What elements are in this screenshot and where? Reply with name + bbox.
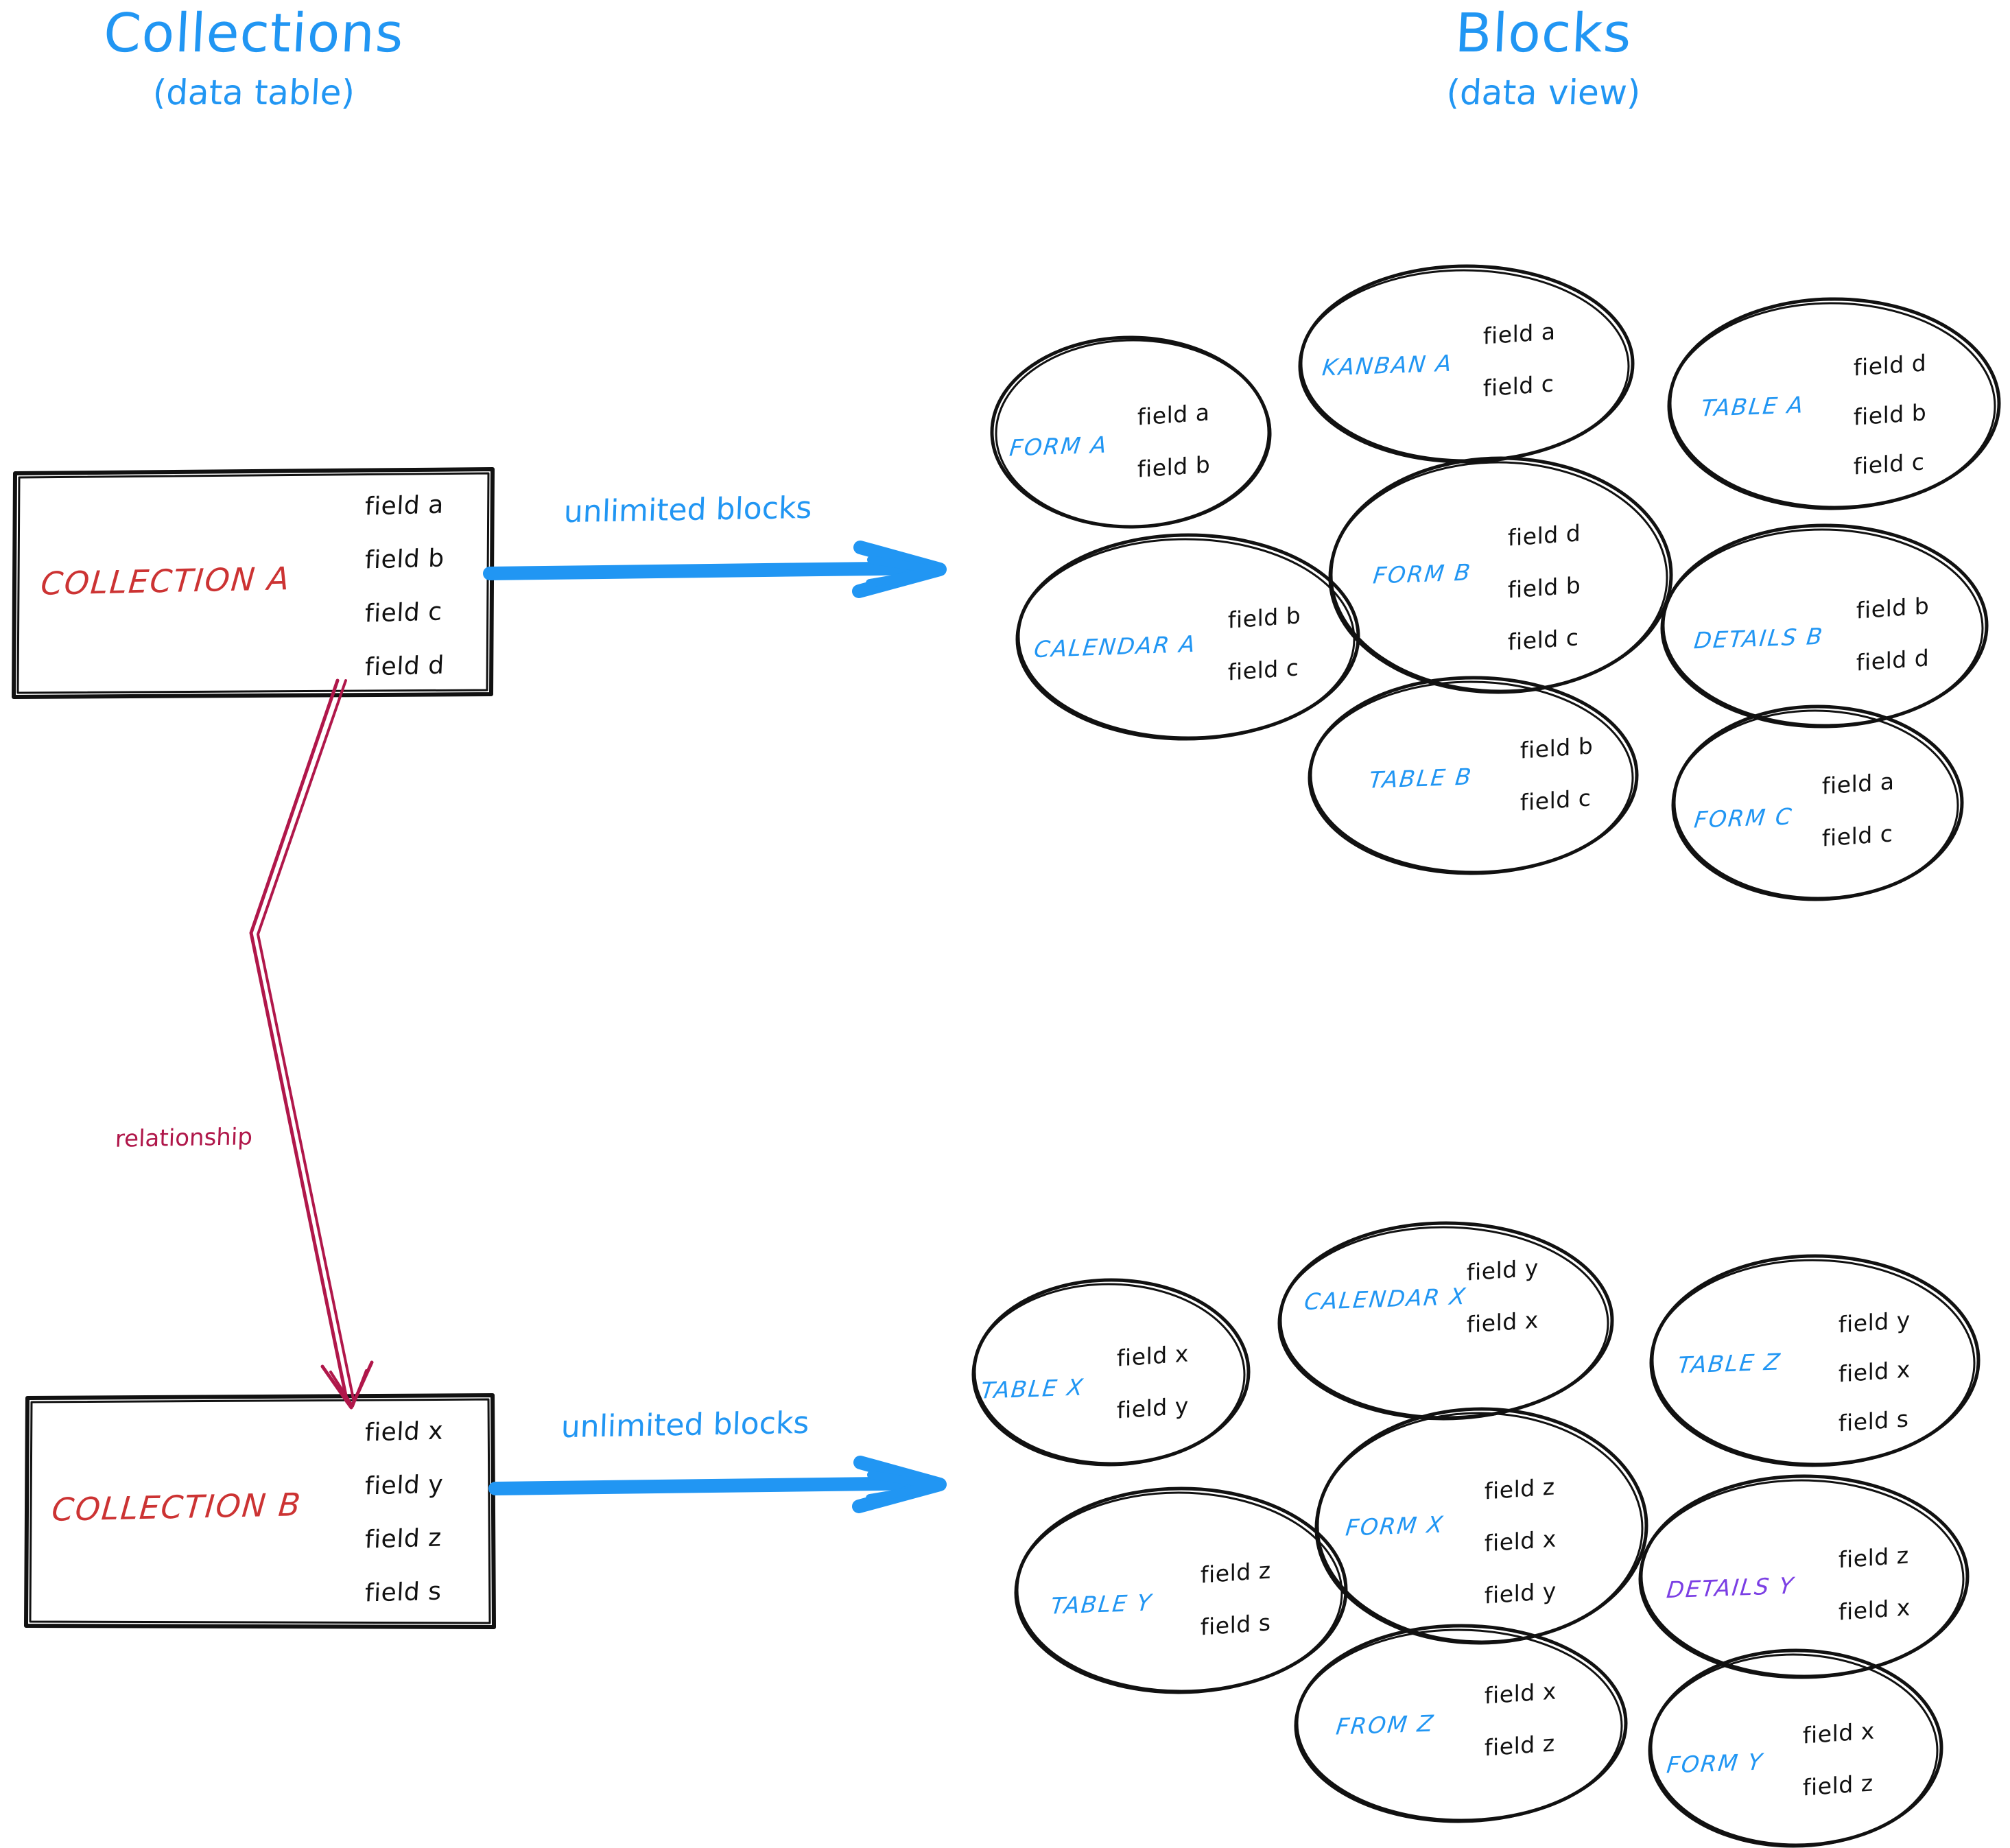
block-table-z-field-1: field x	[1838, 1355, 1911, 1388]
collection-a-field-1: field b	[364, 544, 445, 575]
block-form-b-field-1: field b	[1507, 571, 1581, 604]
collection-b-field-2: field z	[364, 1524, 442, 1554]
collection-b-name: COLLECTION B	[50, 1486, 303, 1528]
block-form-b-name: FORM B	[1371, 558, 1474, 589]
page-subtitle-collections: (data table)	[152, 73, 356, 112]
block-kanban-a-name: KANBAN A	[1321, 349, 1454, 381]
block-table-z-field-2: field s	[1838, 1405, 1909, 1437]
block-form-x[interactable]: FORM X field z field x field y	[1314, 1409, 1646, 1642]
block-details-b-name: DETAILS B	[1692, 622, 1825, 654]
block-form-x-name: FORM X	[1344, 1511, 1446, 1541]
block-form-c-field-1: field c	[1821, 820, 1893, 852]
page-title-collections: Collections	[102, 3, 406, 64]
block-calendar-a-name: CALENDAR A	[1032, 630, 1198, 663]
block-details-b-field-0: field b	[1856, 592, 1930, 624]
unlimited-blocks-label-b: unlimited blocks	[560, 1405, 810, 1445]
block-table-x-field-0: field x	[1116, 1340, 1189, 1372]
block-table-z-field-0: field y	[1838, 1306, 1911, 1338]
block-calendar-a-field-1: field c	[1227, 654, 1299, 686]
collection-b-field-0: field x	[364, 1417, 444, 1447]
block-form-c[interactable]: FORM C field a field c	[1674, 707, 1962, 899]
block-table-a-field-0: field d	[1853, 349, 1927, 381]
block-form-a-field-0: field a	[1137, 399, 1210, 431]
block-table-x[interactable]: TABLE X field x field y	[974, 1280, 1249, 1464]
block-form-c-field-0: field a	[1821, 768, 1895, 800]
block-table-a-field-2: field c	[1853, 448, 1925, 480]
block-table-y-field-0: field z	[1200, 1556, 1271, 1589]
block-details-y-field-1: field x	[1838, 1594, 1911, 1626]
block-form-y-field-1: field z	[1802, 1769, 1873, 1801]
block-form-y[interactable]: FORM Y field x field z	[1652, 1652, 1943, 1847]
block-from-z-field-1: field z	[1484, 1729, 1555, 1762]
block-table-a[interactable]: TABLE A field d field b field c	[1670, 299, 1999, 508]
collection-a-field-2: field c	[364, 597, 443, 628]
unlimited-blocks-arrow-b	[488, 1456, 947, 1513]
block-form-y-field-0: field x	[1802, 1717, 1875, 1749]
collection-b-field-3: field s	[364, 1577, 442, 1608]
block-table-b-name: TABLE B	[1367, 763, 1474, 794]
block-form-a[interactable]: FORM A field a field b	[992, 337, 1269, 527]
unlimited-blocks-arrow-a	[483, 541, 947, 598]
block-form-x-field-0: field z	[1484, 1473, 1555, 1505]
block-details-b[interactable]: DETAILS B field b field d	[1663, 525, 1987, 726]
block-kanban-a-field-1: field c	[1482, 370, 1554, 402]
collection-b-field-1: field y	[364, 1470, 444, 1501]
collection-a-field-3: field d	[364, 651, 445, 682]
block-form-a-field-1: field b	[1137, 451, 1211, 483]
block-from-z[interactable]: FROM Z field x field z	[1298, 1626, 1624, 1821]
block-from-z-name: FROM Z	[1334, 1709, 1436, 1740]
block-table-z[interactable]: TABLE Z field y field x field s	[1652, 1256, 1978, 1465]
block-table-a-name: TABLE A	[1699, 391, 1806, 422]
block-form-x-field-1: field x	[1484, 1525, 1557, 1557]
block-kanban-a-field-0: field a	[1482, 318, 1556, 350]
block-calendar-x-name: CALENDAR X	[1303, 1282, 1469, 1316]
collection-b[interactable]: COLLECTION B field x field y field z fie…	[26, 1395, 494, 1627]
block-form-a-name: FORM A	[1008, 431, 1109, 462]
block-form-b-field-0: field d	[1507, 519, 1581, 552]
collection-a[interactable]: COLLECTION A field a field b field c fie…	[15, 469, 495, 697]
block-form-y-name: FORM Y	[1665, 1748, 1765, 1779]
block-details-y-name: DETAILS Y	[1665, 1572, 1796, 1604]
block-details-b-field-1: field d	[1856, 644, 1930, 676]
page-title-blocks: Blocks	[1453, 3, 1634, 64]
block-table-b-field-1: field c	[1520, 784, 1592, 816]
block-table-y-field-1: field s	[1200, 1609, 1271, 1641]
page-subtitle-blocks: (data view)	[1445, 73, 1642, 112]
block-table-a-field-1: field b	[1853, 399, 1927, 431]
unlimited-blocks-label-a: unlimited blocks	[563, 490, 813, 530]
block-table-y[interactable]: TABLE Y field z field s	[1013, 1489, 1347, 1692]
block-form-x-field-2: field y	[1484, 1577, 1557, 1609]
block-table-b[interactable]: TABLE B field b field c	[1310, 678, 1637, 873]
block-table-x-field-1: field y	[1116, 1392, 1189, 1424]
relationship-label: relationship	[115, 1123, 253, 1153]
relationship-arrow	[249, 678, 374, 1410]
collection-a-name: COLLECTION A	[39, 560, 292, 602]
block-table-y-name: TABLE Y	[1049, 1589, 1155, 1620]
collection-a-field-0: field a	[364, 490, 445, 521]
block-table-x-name: TABLE X	[979, 1373, 1086, 1404]
block-calendar-a-field-0: field b	[1227, 602, 1301, 634]
block-form-b-field-2: field c	[1507, 624, 1579, 656]
block-details-y[interactable]: DETAILS Y field z field x	[1642, 1476, 1966, 1677]
block-calendar-x[interactable]: CALENDAR X field y field x	[1280, 1223, 1612, 1418]
block-kanban-a[interactable]: KANBAN A field a field c	[1301, 266, 1633, 461]
block-table-z-name: TABLE Z	[1676, 1348, 1783, 1379]
block-calendar-x-field-1: field x	[1466, 1306, 1539, 1338]
block-from-z-field-0: field x	[1484, 1677, 1557, 1709]
block-calendar-a[interactable]: CALENDAR A field b field c	[1018, 535, 1358, 738]
block-form-c-name: FORM C	[1692, 803, 1795, 833]
block-details-y-field-0: field z	[1838, 1541, 1909, 1574]
block-table-b-field-0: field b	[1520, 732, 1594, 764]
block-calendar-x-field-0: field y	[1466, 1254, 1539, 1286]
block-form-b[interactable]: FORM B field d field b field c	[1331, 458, 1671, 691]
